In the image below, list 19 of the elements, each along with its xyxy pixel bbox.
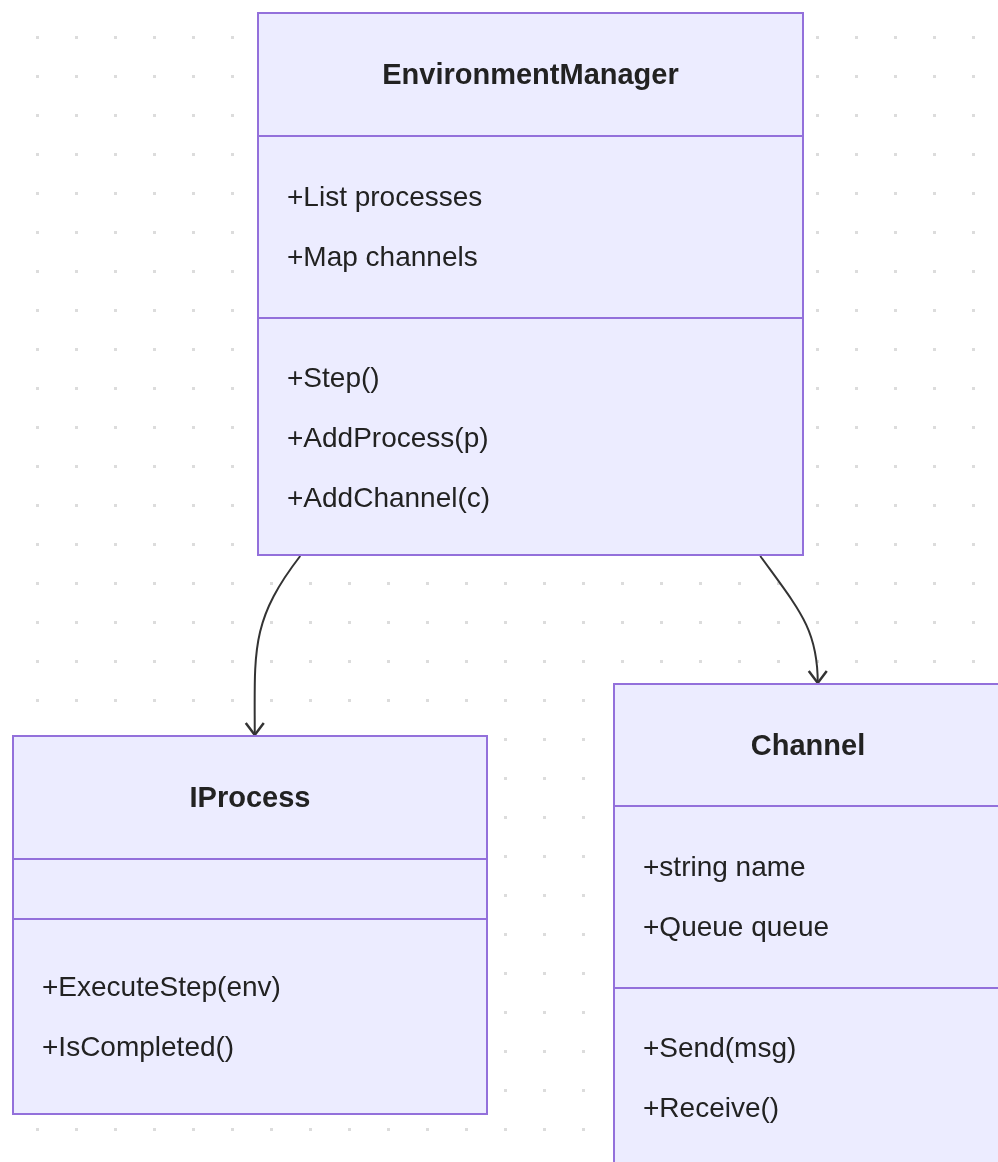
class-box (613, 683, 998, 1162)
member-text: +Queue queue (643, 910, 831, 944)
class-name: Channel (750, 728, 866, 762)
arrow (759, 555, 828, 685)
member-text: +Send(msg) (643, 1031, 798, 1065)
member-text: +Map channels (287, 240, 479, 274)
class-box (12, 735, 488, 1115)
member-text: +Step() (287, 361, 381, 395)
arrow (244, 555, 302, 737)
member-text: +List processes (287, 180, 484, 214)
member-text: +AddChannel(c) (287, 481, 492, 515)
member-text: +Receive() (643, 1091, 781, 1125)
member-text: +ExecuteStep(env) (42, 970, 282, 1004)
member-text: +IsCompleted() (42, 1030, 236, 1064)
member-text: +AddProcess(p) (287, 421, 490, 455)
class-box (257, 12, 804, 556)
class-name: EnvironmentManager (382, 58, 679, 91)
class-name: IProcess (189, 781, 311, 814)
member-text: +string name (643, 850, 807, 884)
